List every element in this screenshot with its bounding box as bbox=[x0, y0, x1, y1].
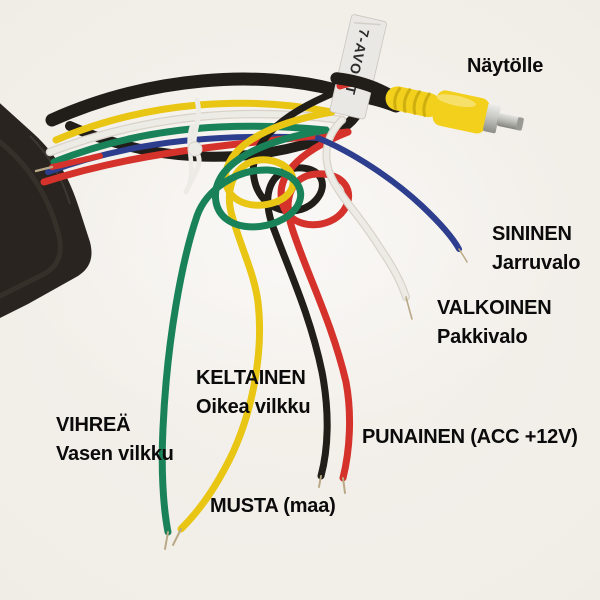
cable-tie-knot bbox=[187, 141, 203, 157]
white-wire bbox=[323, 117, 409, 300]
label-keltainen-line1: KELTAINEN bbox=[196, 367, 306, 389]
label-keltainen: KELTAINEN Oikea vilkku bbox=[196, 364, 311, 422]
rib-4 bbox=[422, 92, 431, 117]
green-wire-stripped-tip bbox=[164, 531, 169, 550]
blue-wire bbox=[315, 135, 462, 252]
black-wire-tip bbox=[318, 475, 322, 488]
label-valkoinen-line1: VALKOINEN bbox=[437, 297, 552, 319]
rib-1 bbox=[393, 87, 402, 110]
label-vihrea-line2: Vasen vilkku bbox=[56, 443, 174, 465]
rca-pin-tip bbox=[515, 117, 524, 131]
red-wire-stripped-tip bbox=[342, 477, 346, 494]
cable-tie bbox=[183, 97, 203, 195]
green-wire bbox=[158, 126, 330, 536]
sticker-body bbox=[330, 14, 387, 119]
control-box bbox=[0, 103, 92, 318]
label-keltainen-line2: Oikea vilkku bbox=[196, 396, 311, 418]
white-wire-stripped-tip bbox=[405, 296, 413, 320]
rca-body bbox=[432, 90, 490, 134]
label-punainen-line1: PUNAINEN (ACC +12V) bbox=[362, 426, 578, 448]
label-musta: MUSTA (maa) bbox=[210, 492, 336, 521]
label-sininen: SININEN Jarruvalo bbox=[492, 220, 580, 278]
cable-tie-strand-2 bbox=[186, 123, 195, 189]
red-wire bbox=[277, 128, 354, 482]
sticker-fold bbox=[354, 21, 381, 26]
yellow-wire-stripped-tip bbox=[172, 528, 182, 546]
black-cable bbox=[45, 72, 403, 127]
label-naytolle: Näytölle bbox=[467, 52, 543, 81]
rca-metal-ring bbox=[483, 103, 501, 134]
label-naytolle-line1: Näytölle bbox=[467, 55, 544, 77]
rca-boot-ribs bbox=[393, 87, 431, 117]
wire-tangle bbox=[158, 88, 468, 550]
sticker-edge bbox=[329, 14, 387, 120]
black-wire bbox=[249, 88, 340, 480]
rib-3 bbox=[412, 90, 421, 115]
label-musta-line1: MUSTA (maa) bbox=[210, 495, 336, 517]
control-box-ridge bbox=[0, 138, 63, 299]
red-stub-stripped-tip bbox=[34, 165, 54, 173]
label-punainen: PUNAINEN (ACC +12V) bbox=[362, 423, 578, 452]
rca-connector bbox=[330, 72, 524, 134]
rib-2 bbox=[402, 88, 412, 113]
control-box-body bbox=[0, 103, 92, 318]
rca-boot bbox=[385, 86, 441, 118]
rca-body-highlight bbox=[436, 94, 476, 108]
blue-wire-stripped-tip bbox=[458, 248, 468, 263]
label-vihrea: VIHREÄ Vasen vilkku bbox=[56, 411, 174, 469]
label-sininen-line2: Jarruvalo bbox=[492, 252, 581, 274]
label-valkoinen: VALKOINEN Pakkivalo bbox=[437, 294, 552, 352]
label-valkoinen-line2: Pakkivalo bbox=[437, 326, 528, 348]
red-stub-wire bbox=[49, 153, 103, 170]
label-vihrea-line1: VIHREÄ bbox=[56, 414, 131, 436]
black-cable-loop bbox=[65, 103, 365, 162]
label-sininen-line1: SININEN bbox=[492, 223, 572, 245]
